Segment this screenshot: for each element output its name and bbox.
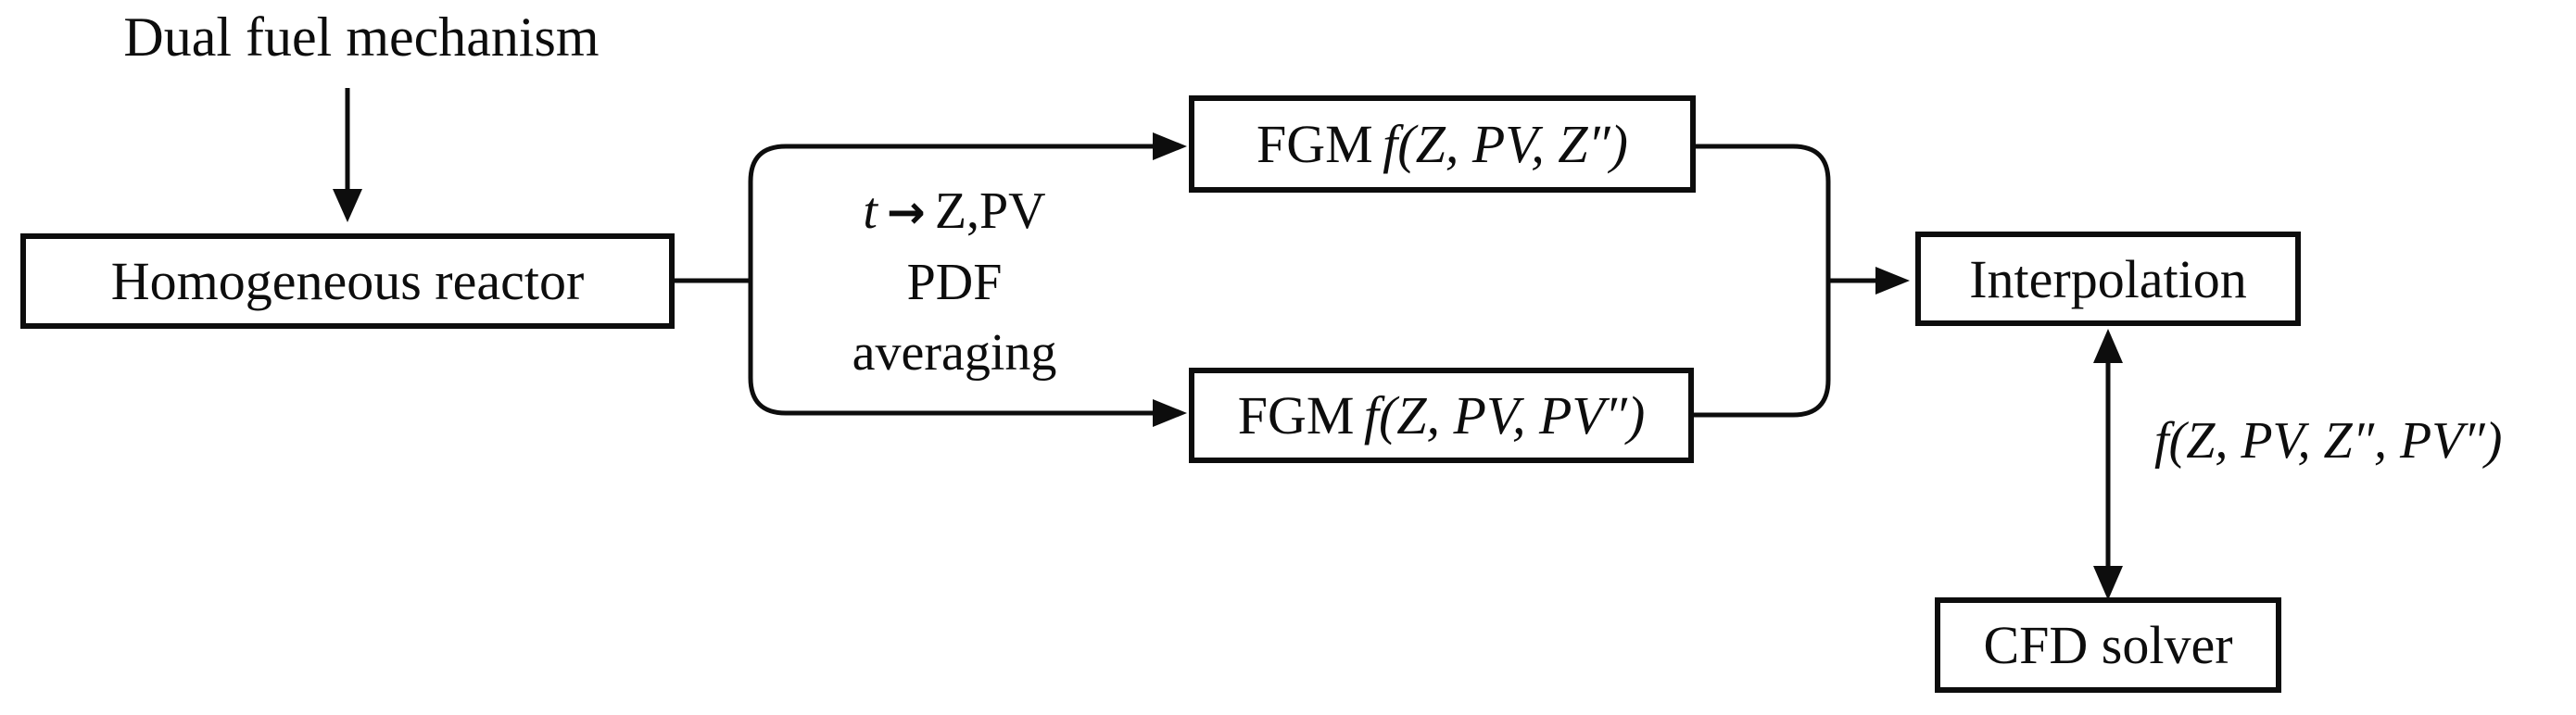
pdf-averaging-line3: averaging — [852, 324, 1057, 382]
maps-to-arrow-icon: → — [886, 185, 926, 239]
homogeneous-reactor-label: Homogeneous reactor — [110, 251, 585, 311]
fgm-prefix: FGM — [1256, 114, 1373, 174]
merge-from-fgm-tables — [1694, 144, 1831, 418]
pdf-averaging-line1: t→Z,PV — [760, 176, 1149, 247]
diagram-title: Dual fuel mechanism — [123, 6, 600, 68]
interpolation-box: Interpolation — [1915, 232, 2301, 326]
arrow-title-to-reactor — [333, 88, 362, 222]
arrow-merge-to-interpolation — [1828, 267, 1910, 295]
pdf-averaging-label: t→Z,PV PDF averaging — [760, 176, 1149, 388]
homogeneous-reactor-box: Homogeneous reactor — [20, 233, 675, 329]
time-variable: t — [863, 182, 878, 240]
double-arrow-interpolation-cfd — [2093, 329, 2123, 600]
fgm-pv-formula: f(Z, PV, PV″) — [1363, 385, 1646, 445]
fgm-prefix: FGM — [1237, 385, 1355, 445]
interpolation-label: Interpolation — [1969, 248, 2247, 309]
pdf-line1-rest: Z,PV — [934, 182, 1046, 240]
interpolation-cfd-formula-label: f(Z, PV, Z″, PV″) — [2154, 412, 2503, 470]
pdf-averaging-line2: PDF — [906, 254, 1003, 311]
cfd-solver-box: CFD solver — [1935, 597, 2281, 693]
branch-to-fgm-tables — [748, 132, 1187, 427]
fgm-z-formula: f(Z, PV, Z″) — [1383, 114, 1628, 174]
cfd-solver-label: CFD solver — [1983, 615, 2233, 675]
